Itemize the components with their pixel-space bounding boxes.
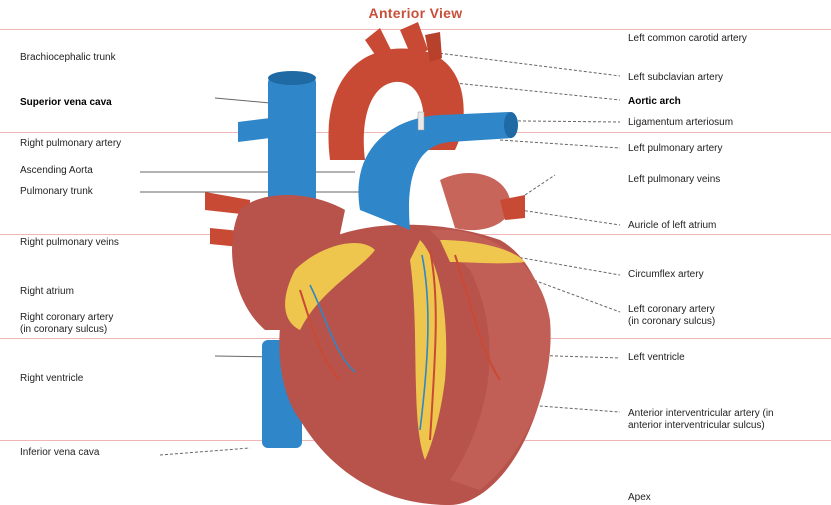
label-superior-vena-cava: Superior vena cava <box>20 97 112 109</box>
label-apex: Apex <box>628 492 651 504</box>
label-left-pulmonary-veins: Left pulmonary veins <box>628 174 720 186</box>
label-right-atrium: Right atrium <box>20 286 74 298</box>
label-auricle-of-left-atrium: Auricle of left atrium <box>628 220 716 232</box>
label-left-pulmonary-artery: Left pulmonary artery <box>628 143 723 155</box>
label-anterior-interventricular-sulcus: anterior interventricular sulcus) <box>628 420 765 432</box>
label-left-ventricle: Left ventricle <box>628 352 685 364</box>
label-right-coronary-artery-note: (in coronary sulcus) <box>20 324 107 336</box>
label-left-common-carotid-artery: Left common carotid artery <box>628 33 747 45</box>
label-ascending-aorta: Ascending Aorta <box>20 165 93 177</box>
label-right-pulmonary-veins: Right pulmonary veins <box>20 237 119 249</box>
label-right-coronary-artery: Right coronary artery <box>20 312 113 324</box>
label-left-coronary-artery-note: (in coronary sulcus) <box>628 316 715 328</box>
label-inferior-vena-cava: Inferior vena cava <box>20 447 100 459</box>
label-ligamentum-arteriosum: Ligamentum arteriosum <box>628 117 733 129</box>
label-right-pulmonary-artery: Right pulmonary artery <box>20 138 121 150</box>
label-brachiocephalic-trunk: Brachiocephalic trunk <box>20 52 116 64</box>
label-right-ventricle: Right ventricle <box>20 373 83 385</box>
label-circumflex-artery: Circumflex artery <box>628 269 704 281</box>
label-pulmonary-trunk: Pulmonary trunk <box>20 186 93 198</box>
label-left-coronary-artery: Left coronary artery <box>628 304 715 316</box>
label-aortic-arch: Aortic arch <box>628 96 681 108</box>
label-left-subclavian-artery: Left subclavian artery <box>628 72 723 84</box>
label-anterior-interventricular-artery: Anterior interventricular artery (in <box>628 408 774 420</box>
